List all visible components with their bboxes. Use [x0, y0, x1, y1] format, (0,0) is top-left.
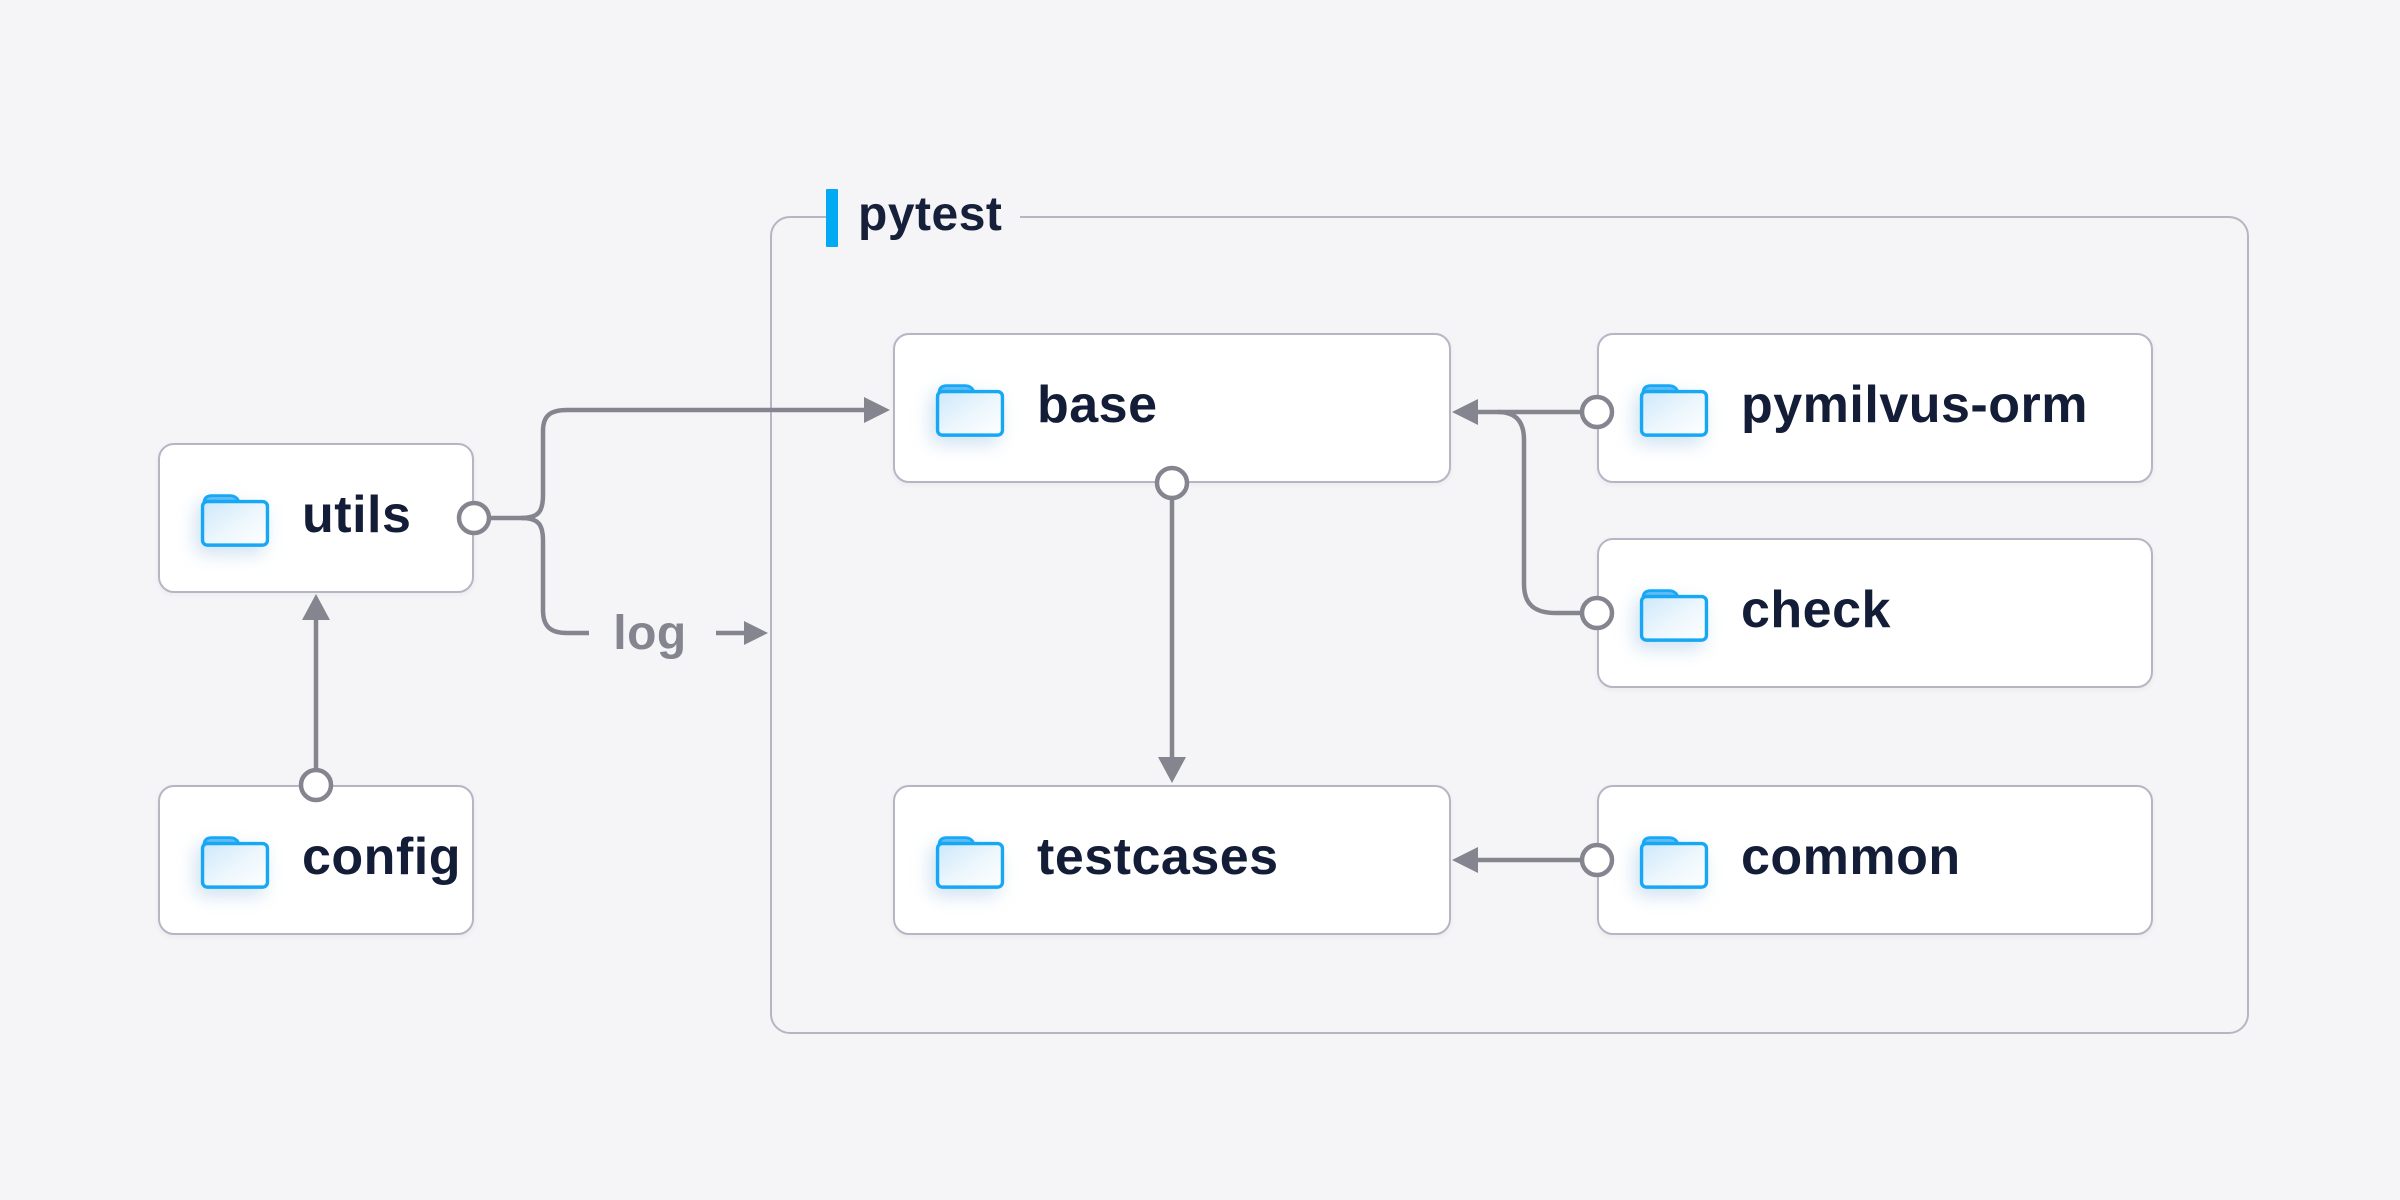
pytest-group-label: pytest	[826, 188, 1021, 248]
node-utils: utils	[158, 443, 474, 593]
arrowhead-right-pytest	[744, 621, 768, 645]
folder-icon	[933, 377, 1007, 439]
folder-icon	[1637, 829, 1711, 891]
pytest-group-label-text: pytest	[858, 188, 1003, 241]
folder-icon	[198, 487, 272, 549]
node-common-label: common	[1741, 828, 1961, 886]
node-config-label: config	[302, 828, 461, 886]
pytest-group-box: pytest	[770, 188, 2249, 1034]
accent-bar	[826, 189, 838, 247]
node-utils-label: utils	[302, 486, 412, 544]
folder-icon	[198, 829, 272, 891]
folder-icon	[1637, 377, 1711, 439]
node-config: config	[158, 785, 474, 935]
node-testcases-label: testcases	[1037, 828, 1279, 886]
node-base-label: base	[1037, 376, 1158, 434]
folder-icon	[1637, 582, 1711, 644]
node-testcases: testcases	[893, 785, 1451, 935]
node-base: base	[893, 333, 1451, 483]
edge-utils-log	[520, 515, 589, 636]
node-pymilvus-orm: pymilvus-orm	[1597, 333, 2153, 483]
arrowhead-up-utils	[302, 594, 330, 620]
node-check: check	[1597, 538, 2153, 688]
folder-icon	[933, 829, 1007, 891]
node-pymilvus-orm-label: pymilvus-orm	[1741, 376, 2088, 434]
edge-label-log: log	[613, 606, 687, 660]
node-check-label: check	[1741, 581, 1891, 639]
node-common: common	[1597, 785, 2153, 935]
